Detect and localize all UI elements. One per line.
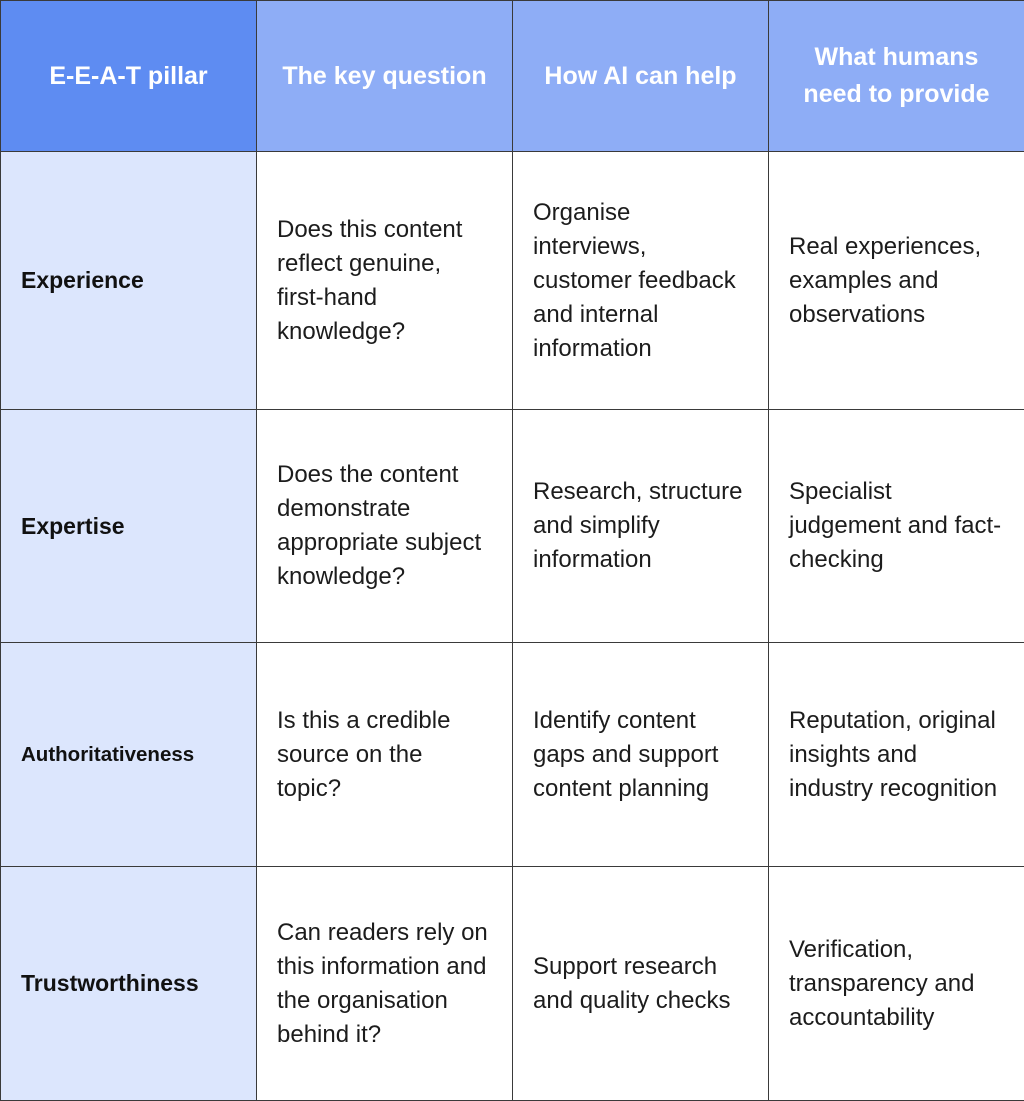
question-cell: Does the content demonstrate appropriate… [257,410,513,643]
pillar-cell: Expertise [1,410,257,643]
header-pillar: E-E-A-T pillar [1,1,257,152]
table-row: Authoritativeness Is this a credible sou… [1,643,1024,867]
pillar-cell: Authoritativeness [1,643,257,867]
humans-cell: Real experiences, examples and observati… [769,152,1024,410]
ai-help-cell: Research, structure and simplify informa… [513,410,769,643]
humans-cell: Reputation, original insights and indust… [769,643,1024,867]
ai-help-cell: Identify content gaps and support conten… [513,643,769,867]
humans-cell: Specialist judgement and fact-checking [769,410,1024,643]
question-cell: Is this a credible source on the topic? [257,643,513,867]
ai-help-cell: Support research and quality checks [513,867,769,1101]
header-row: E-E-A-T pillar The key question How AI c… [1,1,1024,152]
ai-help-cell: Organise interviews, customer feedback a… [513,152,769,410]
table-row: Trustworthiness Can readers rely on this… [1,867,1024,1101]
header-ai-help: How AI can help [513,1,769,152]
question-cell: Can readers rely on this information and… [257,867,513,1101]
question-cell: Does this content reflect genuine, first… [257,152,513,410]
pillar-cell: Experience [1,152,257,410]
pillar-cell: Trustworthiness [1,867,257,1101]
table-row: Experience Does this content reflect gen… [1,152,1024,410]
table-row: Expertise Does the content demonstrate a… [1,410,1024,643]
header-humans-provide: What humans need to provide [769,1,1024,152]
humans-cell: Verification, transparency and accountab… [769,867,1024,1101]
header-key-question: The key question [257,1,513,152]
